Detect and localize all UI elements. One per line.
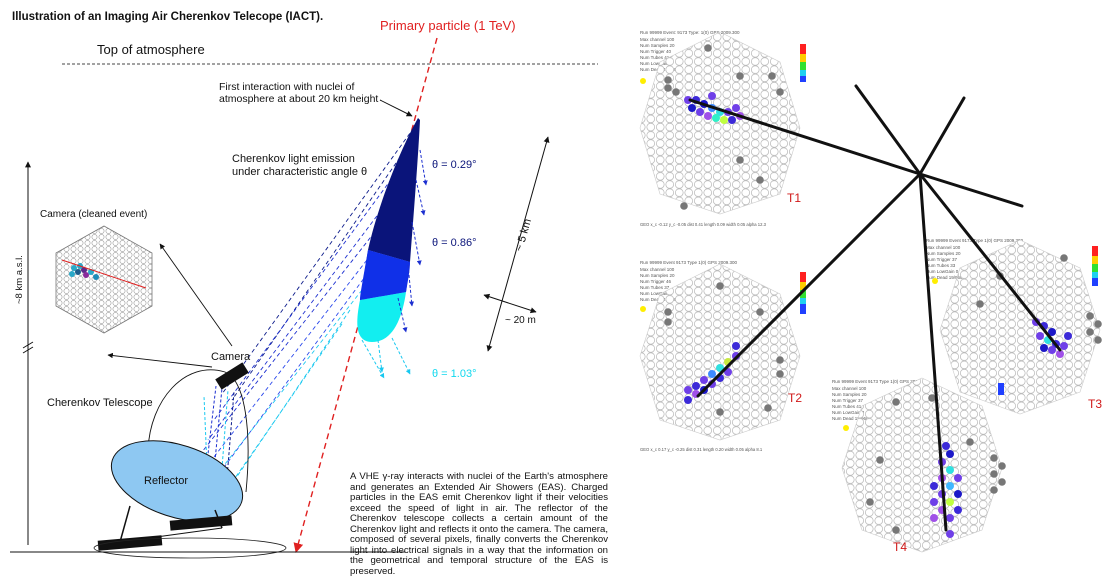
svg-text:Num Dead 19/960: Num Dead 19/960 bbox=[926, 275, 963, 280]
svg-text:Num Samples 20: Num Samples 20 bbox=[640, 273, 675, 278]
telescope-label-t4: T4 bbox=[893, 540, 907, 554]
camera-cleaned-label: Camera (cleaned event) bbox=[40, 209, 147, 220]
height-break-2 bbox=[22, 346, 34, 354]
emission-arrows bbox=[361, 149, 428, 379]
ground-ring bbox=[93, 537, 287, 559]
svg-text:Num Trigger 37: Num Trigger 37 bbox=[832, 398, 864, 403]
camera-t2: Run 99999 Event 9173 Type 1(0) GPS 2009.… bbox=[639, 260, 806, 452]
air-shower bbox=[357, 118, 420, 342]
shower-axis-lines bbox=[688, 84, 1062, 532]
height-break-1 bbox=[22, 341, 34, 349]
svg-text:GEO x_c -0.12 y_c -0.05 dist 0: GEO x_c -0.12 y_c -0.05 dist 0.41 length… bbox=[640, 222, 767, 227]
theta-label-2: θ = 0.86° bbox=[432, 237, 476, 249]
svg-text:Num Samples 20: Num Samples 20 bbox=[926, 251, 961, 256]
first-interaction-label-2: atmosphere at about 20 km height bbox=[219, 93, 378, 105]
theta-label-3: θ = 1.03° bbox=[432, 368, 476, 380]
svg-text:Num LowGain 2: Num LowGain 2 bbox=[832, 410, 865, 415]
first-interaction-label-1: First interaction with nuclei of bbox=[219, 81, 354, 93]
emission-label-1: Cherenkov light emission bbox=[232, 153, 355, 165]
camera-t4: Run 99999 Event 9173 Type 1(0) GPS 2009 … bbox=[832, 377, 1006, 554]
svg-text:Run 99999 Event 9173 Type 1(0): Run 99999 Event 9173 Type 1(0) GPS 2009 bbox=[832, 379, 921, 384]
figure-title: Illustration of an Imaging Air Cherenkov… bbox=[12, 11, 324, 23]
svg-text:Max channel 100: Max channel 100 bbox=[832, 386, 867, 391]
svg-text:Num Samples 20: Num Samples 20 bbox=[832, 392, 867, 397]
first-interaction-arrow bbox=[379, 99, 413, 117]
svg-text:GEO x_c 0.17 y_c -0.25 dist 0.: GEO x_c 0.17 y_c -0.25 dist 0.31 length … bbox=[640, 447, 763, 452]
reflector bbox=[110, 440, 244, 522]
cherenkov-telescope-label: Cherenkov Telescope bbox=[47, 397, 153, 409]
svg-text:Num Trigger 46: Num Trigger 46 bbox=[640, 279, 672, 284]
camera-cleaned-event bbox=[55, 225, 153, 334]
reflector-label: Reflector bbox=[144, 475, 188, 487]
iact-illustration: Top of atmosphere Primary particle (1 Te… bbox=[10, 18, 1102, 559]
svg-text:Run 99999 Event: 9173 Type: 1: Run 99999 Event: 9173 Type: 1(0) GPS 200… bbox=[640, 30, 740, 35]
telescope-label-t2: T2 bbox=[788, 391, 802, 405]
distance-5km-arrow bbox=[486, 136, 550, 352]
camera-label: Camera bbox=[211, 351, 251, 363]
svg-text:Num Tubes 37: Num Tubes 37 bbox=[640, 285, 670, 290]
primary-particle-label: Primary particle (1 TeV) bbox=[380, 18, 516, 33]
camera-t3: Run 99999 Event 9173 Type 1(0) GPS 2009.… bbox=[926, 238, 1102, 415]
svg-text:Num Samples 20: Num Samples 20 bbox=[640, 43, 675, 48]
distance-20m-label: ~ 20 m bbox=[505, 315, 536, 326]
top-of-atmosphere-label: Top of atmosphere bbox=[97, 42, 205, 57]
cherenkov-rays bbox=[201, 121, 419, 489]
camera-t1: Run 99999 Event: 9173 Type: 1(0) GPS 200… bbox=[639, 30, 806, 227]
svg-text:Max channel 100: Max channel 100 bbox=[926, 245, 961, 250]
svg-text:Num Tubes 41: Num Tubes 41 bbox=[832, 404, 862, 409]
telescope-label-t3: T3 bbox=[1088, 397, 1102, 411]
emission-label-2: under characteristic angle θ bbox=[232, 166, 367, 178]
height-label: ~8 km a.s.l. bbox=[14, 255, 25, 304]
camera-box bbox=[215, 362, 249, 390]
svg-text:Num LowGain 0: Num LowGain 0 bbox=[640, 291, 673, 296]
svg-text:Num LowGain 0: Num LowGain 0 bbox=[926, 269, 959, 274]
theta-label-1: θ = 0.29° bbox=[432, 159, 476, 171]
svg-text:Max channel 100: Max channel 100 bbox=[640, 37, 675, 42]
telescope-base-2 bbox=[169, 515, 233, 531]
primary-particle-track bbox=[293, 37, 438, 553]
description-text: A VHE γ-ray interacts with nuclei of the… bbox=[350, 471, 608, 577]
telescope-label-t1: T1 bbox=[787, 191, 801, 205]
svg-text:Num Trigger 40: Num Trigger 40 bbox=[640, 49, 672, 54]
distance-20m-arrow bbox=[483, 293, 537, 314]
svg-text:Num Trigger 37: Num Trigger 37 bbox=[926, 257, 958, 262]
svg-text:Run 99999 Event 9173 Type 1(0): Run 99999 Event 9173 Type 1(0) GPS 2009.… bbox=[640, 260, 737, 265]
cherenkov-telescope: Reflector bbox=[93, 362, 287, 559]
svg-text:Max channel 100: Max channel 100 bbox=[640, 267, 675, 272]
svg-text:Num Dead 19/960: Num Dead 19/960 bbox=[832, 416, 869, 421]
svg-text:Num Tubes 33: Num Tubes 33 bbox=[926, 263, 956, 268]
telescope-to-camera-arrow bbox=[107, 352, 213, 368]
distance-5km-label: ~ 5 km bbox=[513, 217, 534, 252]
svg-text:Num Tubes 41: Num Tubes 41 bbox=[640, 55, 670, 60]
camera-to-view-arrow bbox=[159, 243, 233, 347]
svg-text:Num LowGain 0: Num LowGain 0 bbox=[640, 61, 673, 66]
